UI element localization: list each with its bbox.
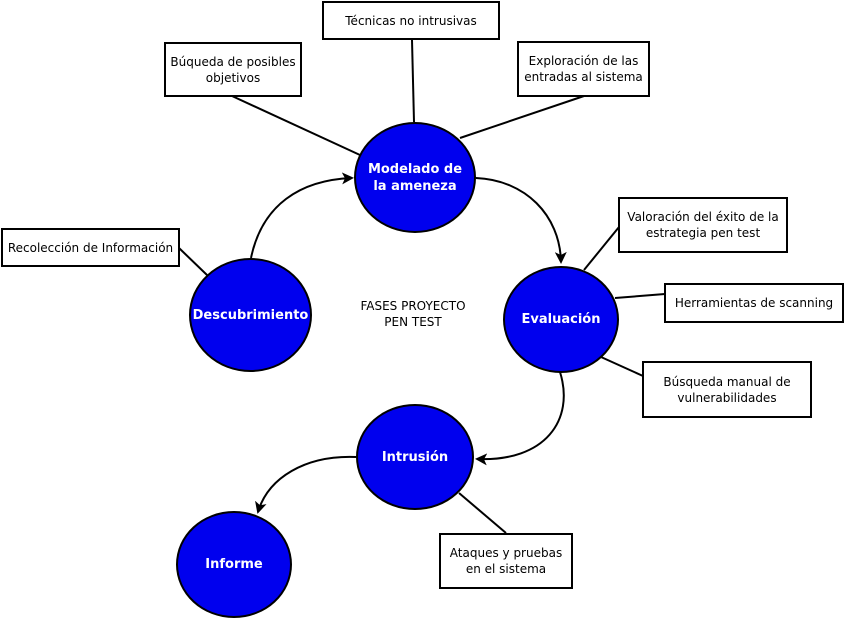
phase-informe: Informe <box>176 511 292 618</box>
phase-descubrimiento: Descubrimiento <box>189 258 312 372</box>
connector-busqueda-objetivos <box>231 95 361 156</box>
connector-recoleccion <box>178 247 208 276</box>
diagram-title: FASES PROYECTO PEN TEST <box>360 299 466 329</box>
connector-exploracion <box>459 95 585 139</box>
flow-arrow-descubrimiento-modelado <box>250 172 354 259</box>
flow-arrow-intrusion-informe <box>255 455 357 514</box>
connector-valoracion <box>583 226 620 271</box>
note-herramientas: Herramientas de scanning <box>664 283 844 323</box>
note-tecnicas: Técnicas no intrusivas <box>322 1 500 40</box>
note-recoleccion: Recolección de Información <box>1 228 180 267</box>
connector-herramientas <box>614 293 666 299</box>
flow-arrow-evaluacion-intrusion <box>475 371 565 466</box>
connector-busqueda-manual <box>600 356 644 377</box>
flow-arrow-modelado-evaluacion <box>475 177 567 264</box>
connector-ataques <box>458 492 507 534</box>
phase-intrusion: Intrusión <box>356 404 474 510</box>
connector-tecnicas <box>411 39 415 123</box>
phase-evaluacion: Evaluación <box>503 266 619 373</box>
